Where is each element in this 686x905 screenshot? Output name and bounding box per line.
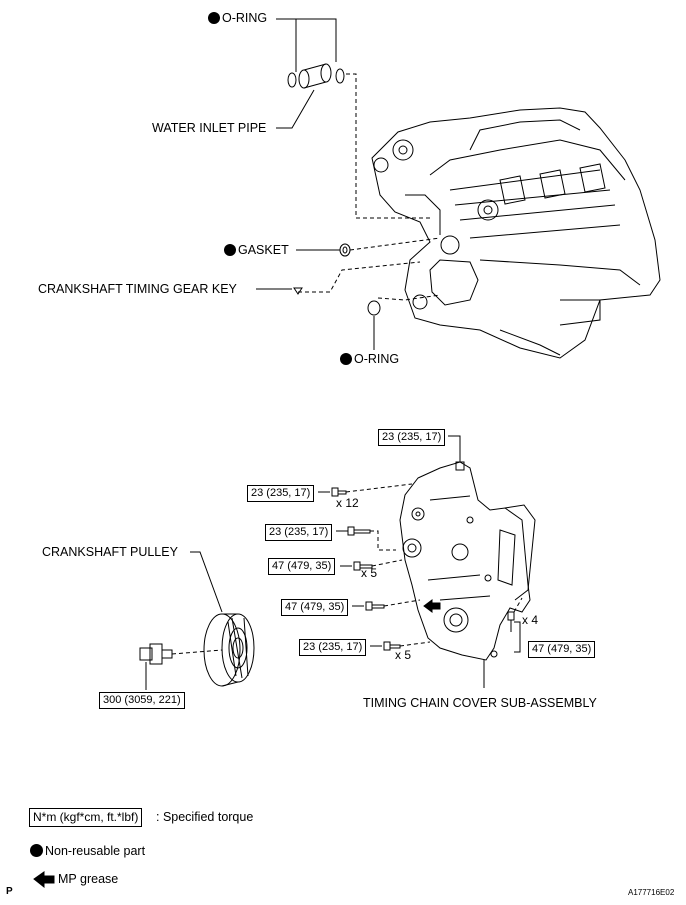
legend-torque-box: N*m (kgf*cm, ft.*lbf) (29, 808, 143, 827)
grease-arrow-legend (33, 871, 55, 889)
bolt-leader (448, 435, 461, 462)
gasket-label: GASKET (224, 243, 289, 257)
bolt-shape (383, 641, 401, 651)
o-ring-bottom-label: O-RING (340, 352, 399, 366)
crank-pulley-label: CRANKSHAFT PULLEY (42, 545, 178, 559)
bolt-shape (365, 601, 385, 611)
torque-spec-box: 47 (479, 35) (281, 599, 349, 616)
o-ring-top-label: O-RING (208, 11, 267, 25)
legend-nonreusable: Non-reusable part (30, 844, 145, 858)
page-letter: P (6, 886, 13, 897)
o-ring-right (335, 68, 345, 84)
crank-pulley-leader (190, 551, 223, 613)
dashed-guide (383, 599, 421, 607)
legend-grease-text: MP grease (58, 872, 119, 886)
dashed-guide (349, 237, 441, 251)
crank-pulley-shape (203, 613, 255, 687)
water-inlet-pipe-label: WATER INLET PIPE (152, 121, 267, 135)
torque-spec-box: 23 (235, 17) (247, 485, 315, 502)
water-inlet-pipe-leader (276, 89, 315, 129)
non-reusable-dot-icon (208, 12, 220, 24)
dashed-guide (513, 597, 523, 613)
pulley-bolt-shape (139, 643, 173, 665)
dashed-guide (298, 261, 421, 293)
torque-spec-box: 47 (479, 35) (268, 558, 336, 575)
torque-spec-box: 23 (235, 17) (378, 429, 446, 446)
bolt-count: x 5 (395, 648, 412, 662)
o-ring-leader (276, 18, 337, 72)
bolt-shape (507, 611, 515, 632)
o-ring-bottom-shape (367, 300, 381, 316)
dashed-guide (399, 641, 431, 647)
gasket-shape (339, 243, 351, 257)
dashed-guide (370, 530, 396, 551)
bolt-leader (514, 621, 521, 653)
torque-spec-box: 47 (479, 35) (528, 641, 596, 658)
bolt-shape (347, 526, 371, 536)
bolt-count: x 5 (361, 566, 378, 580)
bolt-shape (353, 561, 373, 571)
torque-spec-box: 23 (235, 17) (265, 524, 333, 541)
bolt-count: x 12 (336, 496, 359, 510)
dashed-guide (377, 294, 441, 301)
torque-spec-box: 300 (3059, 221) (99, 692, 185, 709)
bolt-shape (331, 487, 347, 497)
dashed-guide (345, 483, 413, 493)
crank-key-shape (293, 287, 303, 295)
non-reusable-dot-icon (340, 353, 352, 365)
legend-torque-text: : Specified torque (156, 810, 254, 824)
engine-block-shape (371, 107, 661, 359)
bolt-count: x 4 (522, 613, 539, 627)
grease-arrow-on-cover (423, 599, 441, 613)
non-reusable-dot-icon (224, 244, 236, 256)
non-reusable-dot-icon (30, 844, 43, 857)
dashed-guide (171, 649, 223, 655)
timing-cover-shape (399, 461, 536, 661)
timing-cover-label: TIMING CHAIN COVER SUB-ASSEMBLY (363, 696, 597, 710)
figure-id: A177716E02 (628, 888, 675, 897)
dashed-guide (346, 73, 430, 219)
bolt-shape (455, 461, 465, 471)
crank-key-label: CRANKSHAFT TIMING GEAR KEY (38, 282, 237, 296)
torque-spec-box: 23 (235, 17) (299, 639, 367, 656)
water-inlet-pipe-shape (298, 63, 332, 89)
dashed-guide (371, 559, 403, 567)
o-ring-left (287, 72, 297, 88)
